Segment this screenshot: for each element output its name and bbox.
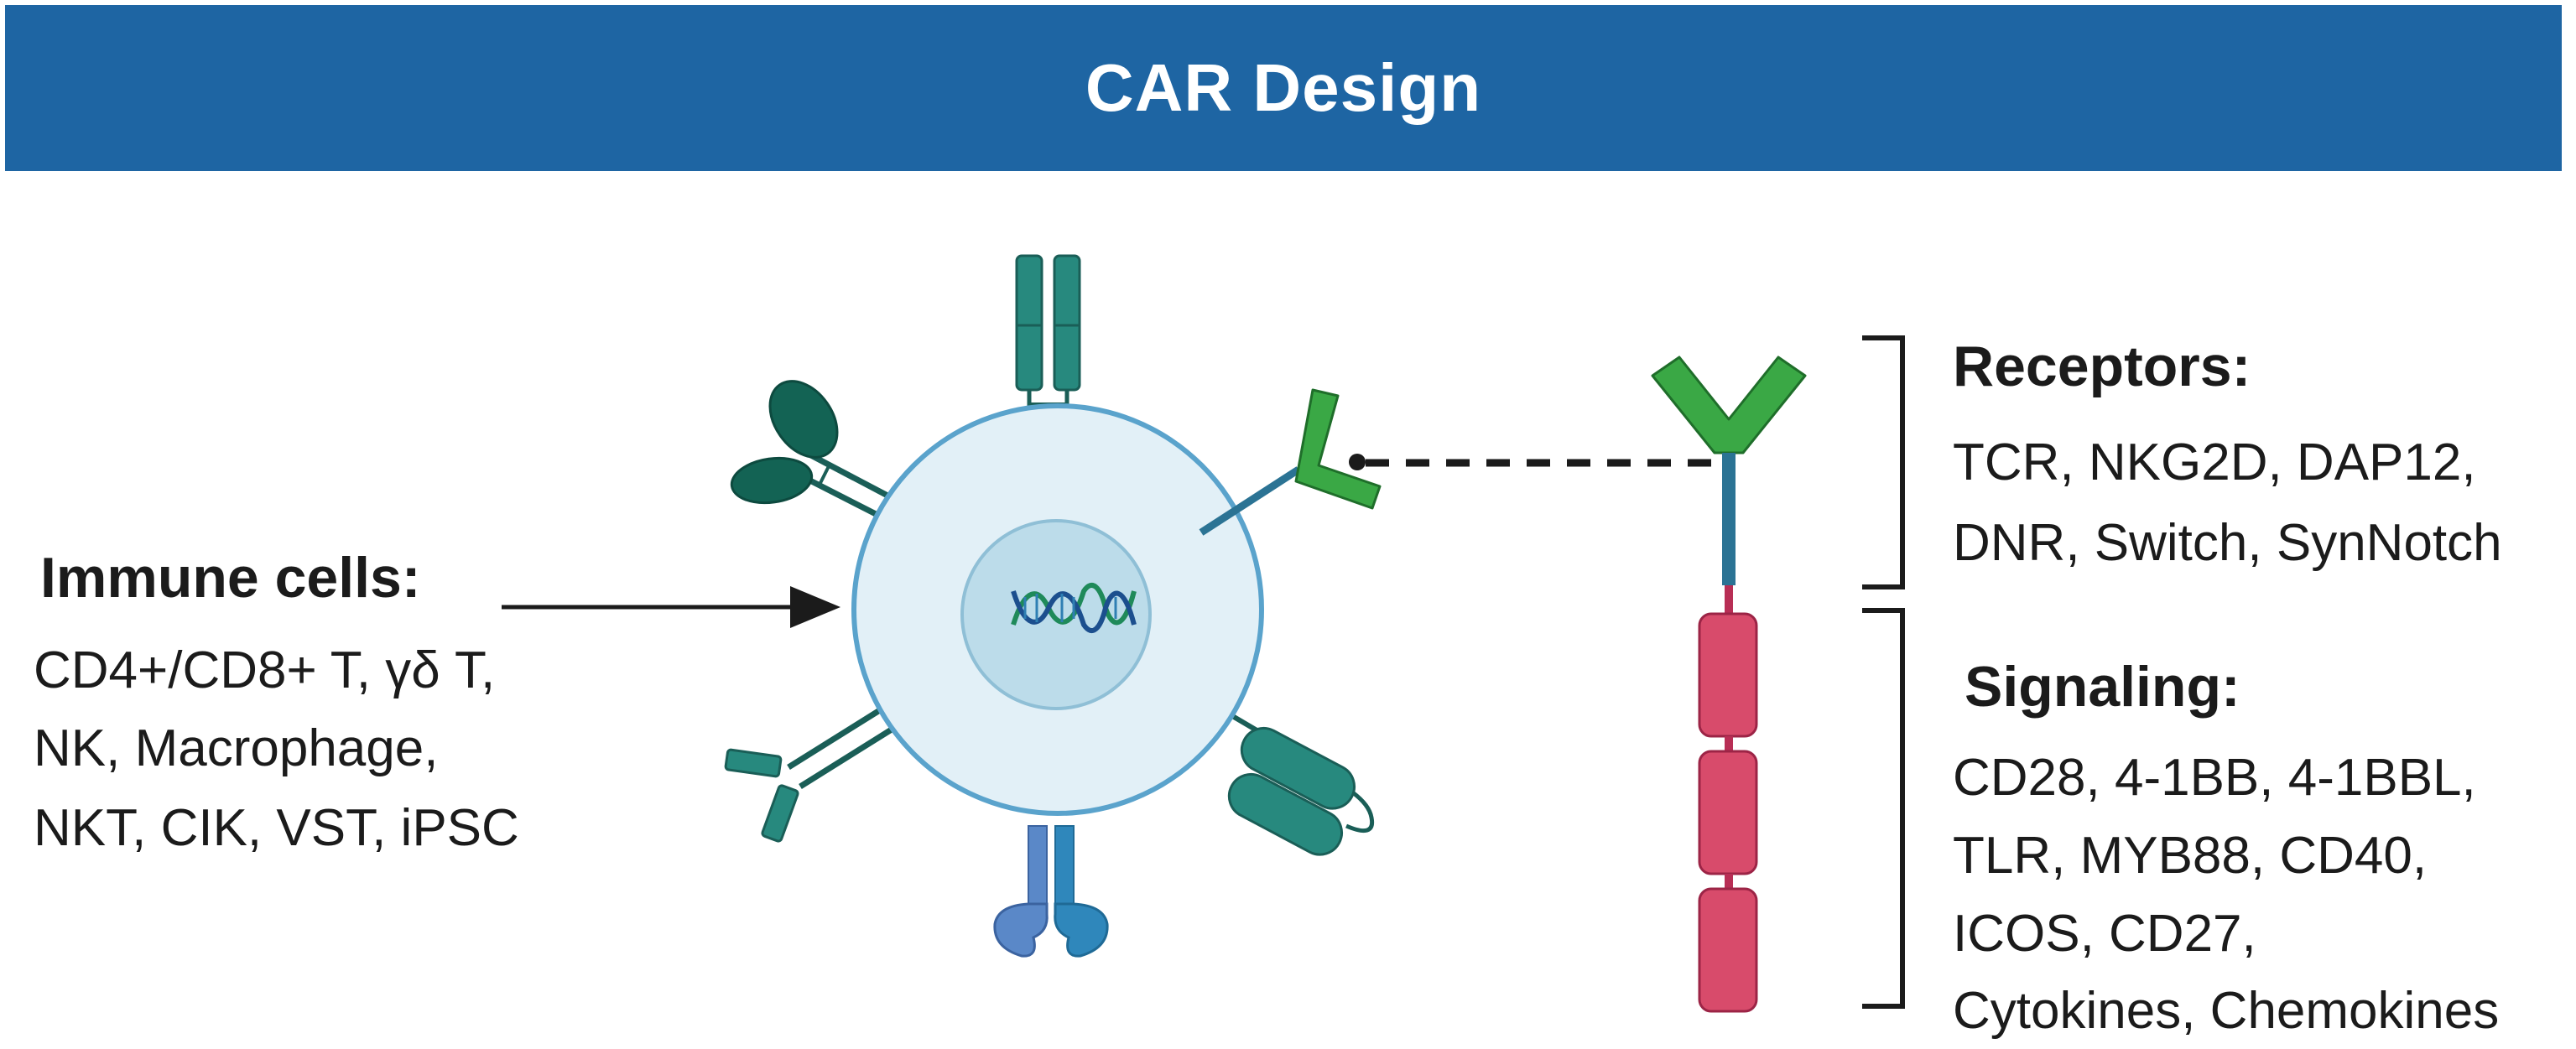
immune-cells-line: CD4+/CD8+ T, γδ T, <box>34 641 496 699</box>
signaling-line: Cytokines, Chemokines <box>1953 982 2500 1040</box>
lower-right-receptor-icon <box>1227 712 1375 856</box>
bottom-receptor-icon <box>993 825 1109 958</box>
receptors-line: TCR, NKG2D, DAP12, <box>1953 434 2476 491</box>
immune-cells-heading: Immune cells: <box>40 546 421 610</box>
title-banner: CAR Design <box>5 5 2562 171</box>
receptors-line: DNR, Switch, SynNotch <box>1953 514 2502 572</box>
signaling-line: ICOS, CD27, <box>1953 905 2256 963</box>
receptors-heading: Receptors: <box>1953 335 2251 398</box>
car-construct-icon <box>1651 356 1807 1013</box>
upper-left-receptor-icon <box>730 380 891 519</box>
dna-icon <box>1011 583 1137 633</box>
signaling-heading: Signaling: <box>1965 655 2240 719</box>
receptors-bracket <box>1862 335 1905 589</box>
immune-cells-line: NKT, CIK, VST, iPSC <box>34 799 519 857</box>
signaling-bracket <box>1862 608 1905 1009</box>
page-title: CAR Design <box>1085 50 1482 125</box>
lower-left-receptor-icon <box>724 706 896 843</box>
immune-cells-line: NK, Macrophage, <box>34 719 439 777</box>
car-receptor-on-cell-icon <box>1199 388 1382 536</box>
cell-nucleus <box>960 519 1152 710</box>
signaling-line: CD28, 4-1BB, 4-1BBL, <box>1953 749 2476 807</box>
signaling-line: TLR, MYB88, CD40, <box>1953 827 2428 885</box>
